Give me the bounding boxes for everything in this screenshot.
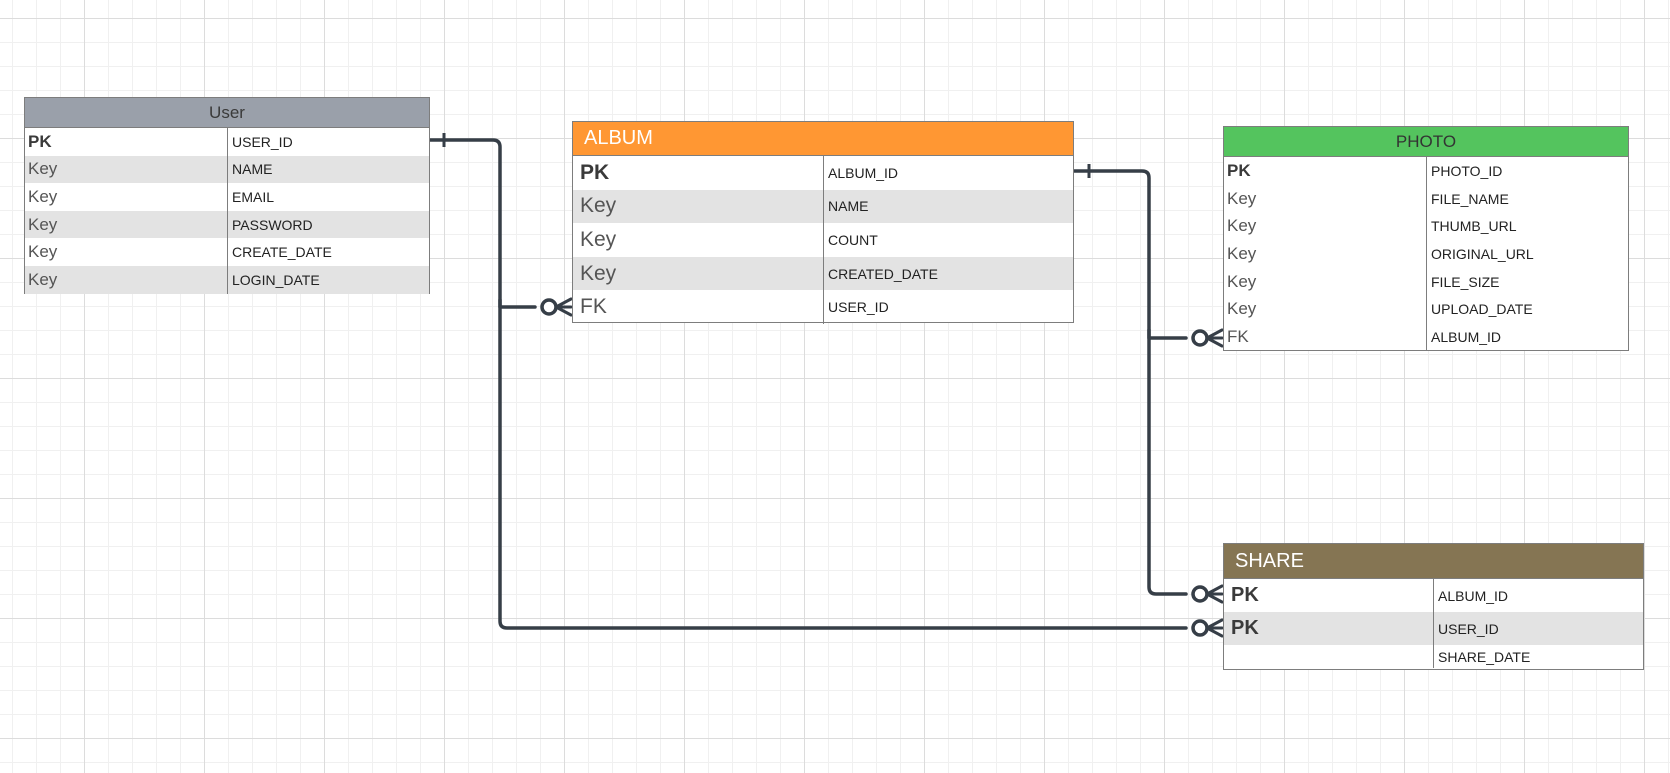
key-type: Key [25,183,228,211]
zero-marker-album [540,298,558,316]
key-type: Key [573,189,824,224]
field-name: THUMB_URL [1431,218,1517,235]
key-type: PK [573,156,824,190]
entity-row[interactable]: Key FILE_SIZE [1224,267,1628,296]
key-type: Key [1224,295,1427,324]
field-name: LOGIN_DATE [232,271,320,288]
field-name: USER_ID [828,299,889,316]
entity-row[interactable]: Key LOGIN_DATE [25,265,429,294]
field-name: COUNT [828,231,878,248]
entity-row[interactable]: Key PASSWORD [25,210,429,239]
key-type: PK [1224,157,1427,185]
field-name: PASSWORD [232,216,313,233]
key-type: Key [1224,212,1427,241]
entity-row[interactable]: Key CREATE_DATE [25,238,429,266]
entity-title: User [209,102,245,122]
key-type: Key [25,265,228,294]
key-type: PK [25,128,228,156]
entity-header[interactable]: User [25,98,429,128]
entity-title: PHOTO [1395,131,1457,151]
key-type: FK [573,290,824,324]
entity-row[interactable]: Key NAME [25,155,429,184]
entity-header[interactable]: PHOTO [1224,127,1628,157]
field-name: NAME [232,161,273,178]
crowfoot-photo [1205,328,1224,348]
field-name: USER_ID [1438,620,1499,637]
entity-row[interactable]: PK USER_ID [1224,612,1643,645]
entity-row[interactable]: Key NAME [573,189,1073,224]
entity-row[interactable]: PK ALBUM_ID [573,156,1073,190]
key-type: Key [1224,240,1427,268]
entity-title: SHARE [1235,549,1304,572]
key-type: Key [25,238,228,266]
entity-row[interactable]: Key ORIGINAL_URL [1224,240,1628,268]
entity-row[interactable]: Key FILE_NAME [1224,184,1628,213]
entity-row[interactable]: FK USER_ID [573,290,1073,324]
field-name: CREATE_DATE [232,244,332,261]
entity-row[interactable]: SHARE_DATE [1224,645,1643,668]
key-type: FK [1224,323,1427,351]
crowfoot-share-album [1205,584,1224,604]
entity-title: ALBUM [584,127,653,149]
connector-user-share[interactable] [498,298,1188,630]
key-type: PK [1224,612,1434,645]
field-name: ALBUM_ID [1431,328,1502,345]
field-name: UPLOAD_DATE [1431,301,1533,318]
field-name: FILE_NAME [1431,190,1509,207]
entity-photo[interactable]: PHOTO PK PHOTO_ID Key FILE_NAME Key THUM… [1223,126,1629,351]
field-name: ALBUM_ID [828,164,899,181]
field-name: NAME [828,198,869,215]
key-type: Key [25,155,228,184]
entity-row[interactable]: FK ALBUM_ID [1224,323,1628,351]
connector-album-photo[interactable] [1072,169,1188,340]
key-type [1224,645,1434,668]
entity-row[interactable]: Key EMAIL [25,183,429,211]
field-name: FILE_SIZE [1431,273,1500,290]
field-name: PHOTO_ID [1431,162,1503,179]
entity-row[interactable]: Key COUNT [573,223,1073,257]
entity-album[interactable]: ALBUM PK ALBUM_ID Key NAME Key COUNT Key… [572,121,1074,324]
zero-marker-share-album [1191,585,1209,603]
key-type: Key [25,210,228,239]
field-name: ORIGINAL_URL [1431,245,1534,262]
entity-share[interactable]: SHARE PK ALBUM_ID PK USER_ID SHARE_DATE [1223,543,1644,670]
field-name: SHARE_DATE [1438,648,1531,665]
entity-user[interactable]: User PK USER_ID Key NAME Key EMAIL Key P… [24,97,430,294]
crowfoot-album [554,297,573,317]
entity-header[interactable]: ALBUM [573,122,1073,156]
entity-row[interactable]: PK PHOTO_ID [1224,157,1628,185]
entity-header[interactable]: SHARE [1224,544,1643,579]
key-type: Key [573,223,824,257]
zero-marker-photo [1191,329,1209,347]
field-name: ALBUM_ID [1438,587,1509,604]
entity-row[interactable]: PK USER_ID [25,128,429,156]
connector-user-album[interactable] [428,138,537,309]
connector-album-share[interactable] [1147,328,1188,596]
key-type: Key [1224,184,1427,213]
zero-marker-share-user [1191,619,1209,637]
entity-row[interactable]: PK ALBUM_ID [1224,579,1643,612]
entity-row[interactable]: Key CREATED_DATE [573,256,1073,291]
field-name: EMAIL [232,188,275,205]
entity-row[interactable]: Key UPLOAD_DATE [1224,295,1628,324]
key-type: Key [1224,267,1427,296]
field-name: CREATED_DATE [828,265,938,282]
field-name: USER_ID [232,133,293,150]
entity-row[interactable]: Key THUMB_URL [1224,212,1628,241]
key-type: PK [1224,579,1434,612]
crowfoot-share-user [1205,618,1224,638]
key-type: Key [573,256,824,291]
